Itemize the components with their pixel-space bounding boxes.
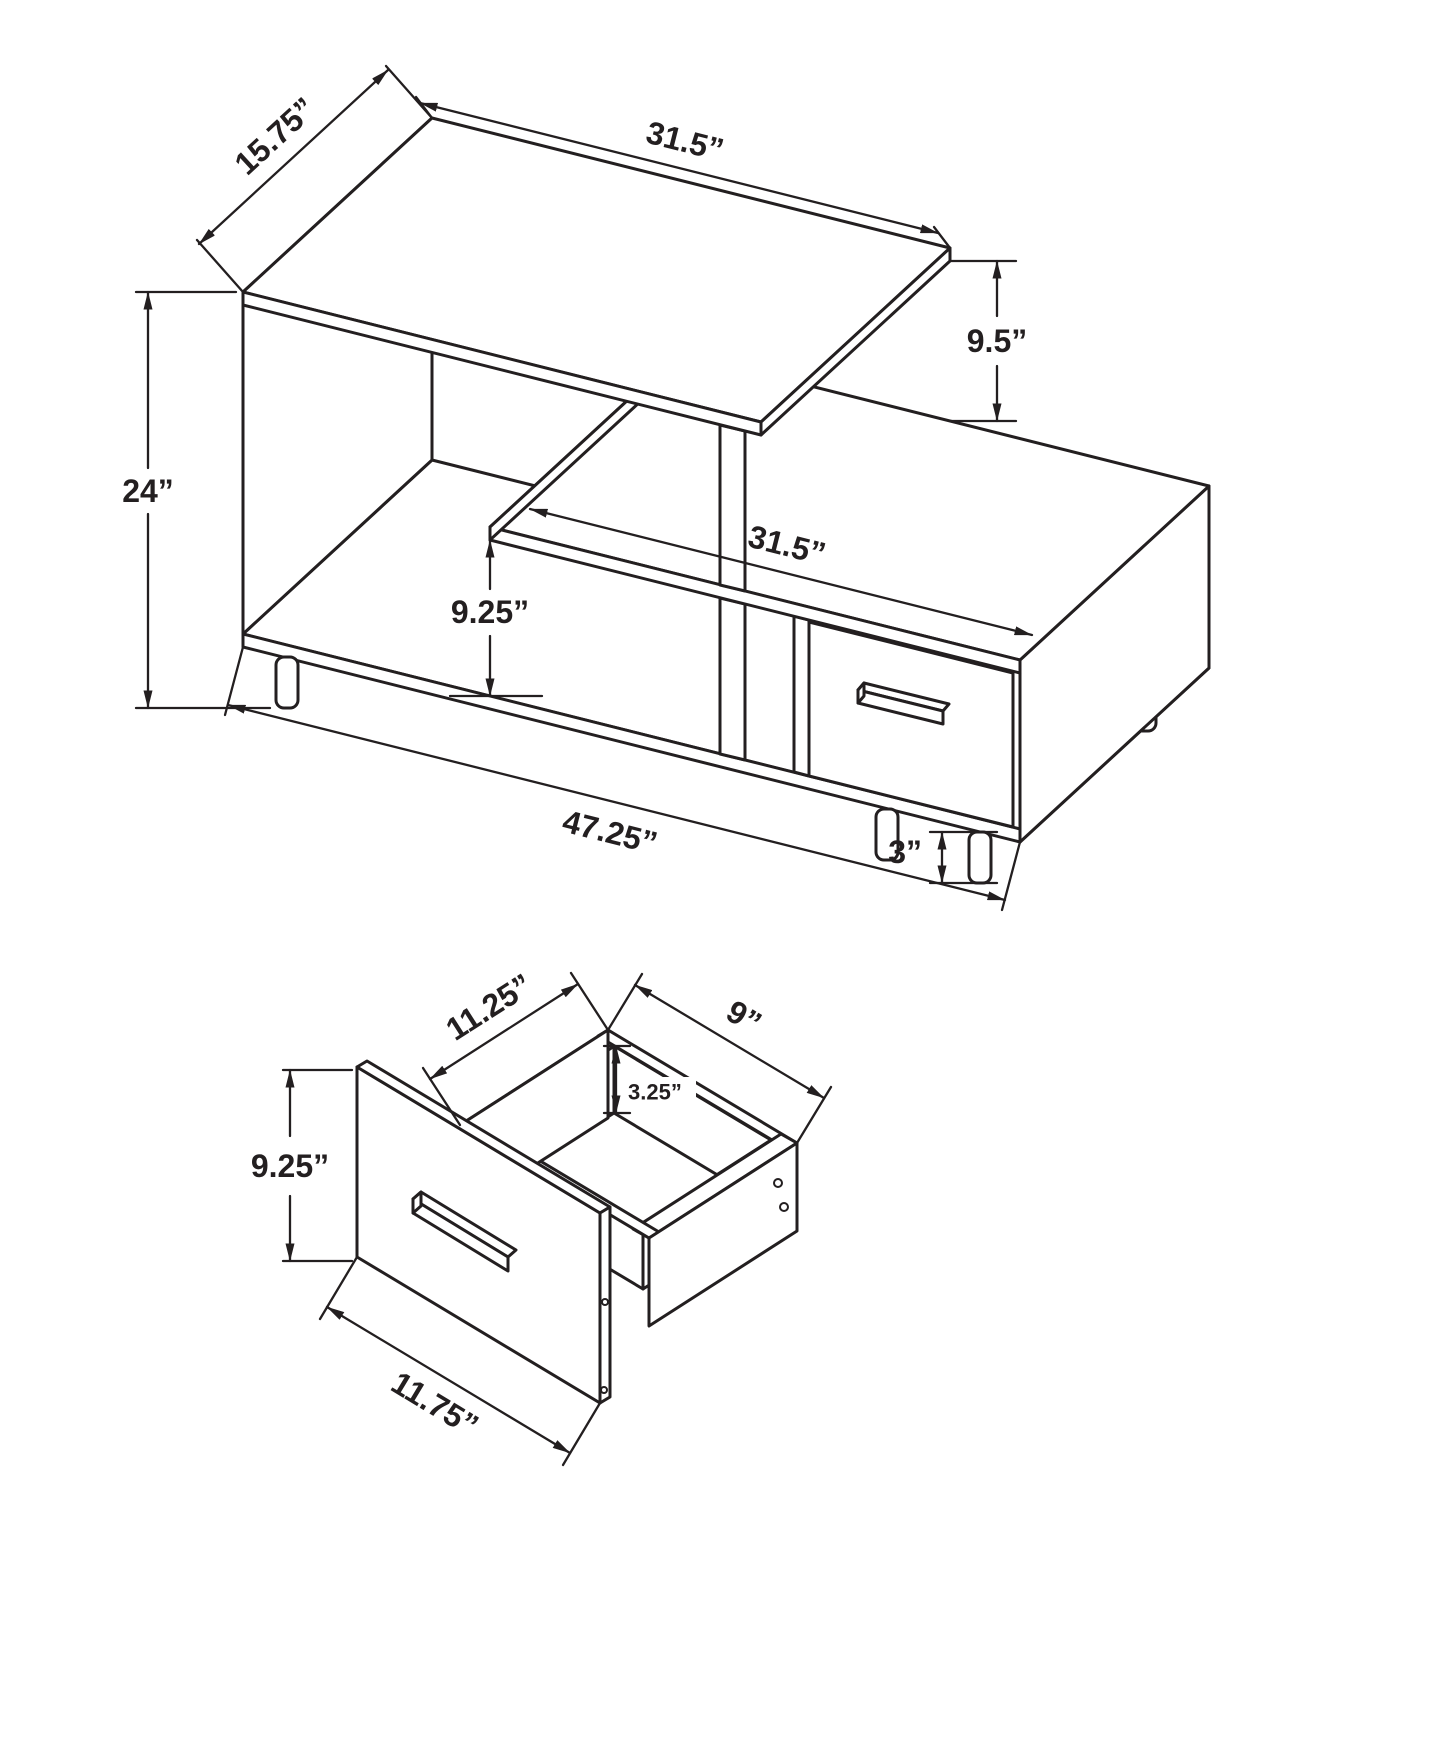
dim-label-drawer-front-height: 9.25” bbox=[251, 1148, 329, 1184]
dim-label-opening-height: 9.25” bbox=[451, 594, 529, 630]
dim-label-overall-width: 47.25” bbox=[559, 803, 661, 861]
drawer-dimensions: 11.25” 9” 3.25” bbox=[251, 966, 833, 1467]
dim-label-drawer-depth: 11.25” bbox=[440, 966, 539, 1047]
lower-support-panel bbox=[718, 596, 747, 762]
dim-label-shelf-gap: 9.5” bbox=[967, 323, 1027, 359]
dim-label-leg-height: 3” bbox=[888, 834, 922, 870]
dim-opening-height: 9.25” bbox=[448, 538, 544, 698]
leg-front-left bbox=[274, 655, 300, 710]
drawer-box-right-side bbox=[647, 1141, 799, 1328]
dim-label-overall-height: 24” bbox=[122, 473, 174, 509]
console-geometry bbox=[241, 116, 1211, 885]
drawer-handle-end bbox=[856, 681, 866, 705]
dim-label-top-width: 31.5” bbox=[643, 114, 728, 168]
dim-label-top-depth: 15.75” bbox=[227, 90, 322, 182]
screw-hole-front-lower bbox=[600, 1386, 608, 1394]
leg-front-right bbox=[967, 830, 993, 885]
dim-label-drawer-width: 9” bbox=[720, 993, 768, 1041]
console-drawing: 15.75” 31.5” 9.5” bbox=[122, 64, 1211, 912]
screw-hole-front-upper bbox=[601, 1298, 609, 1306]
dim-leg-height: 3” bbox=[888, 830, 999, 885]
screw-hole-back-upper bbox=[773, 1178, 783, 1188]
dim-label-drawer-front-width: 11.75” bbox=[385, 1364, 484, 1443]
screw-hole-back-lower bbox=[779, 1202, 789, 1212]
drawer-divider-panel bbox=[792, 614, 811, 778]
drawer-handle-end-2 bbox=[411, 1190, 423, 1215]
dim-drawer-front-height: 9.25” bbox=[251, 1068, 354, 1263]
drawer-drawing: 11.25” 9” 3.25” bbox=[251, 966, 833, 1467]
upper-support-panel bbox=[718, 423, 747, 593]
dim-drawer-inner-depth: 3.25” bbox=[602, 1044, 696, 1115]
drawer-geometry bbox=[355, 1028, 799, 1405]
dim-overall-height: 24” bbox=[122, 290, 272, 710]
dim-label-drawer-inner-depth: 3.25” bbox=[628, 1080, 682, 1105]
dim-shelf-gap: 9.5” bbox=[948, 259, 1027, 423]
